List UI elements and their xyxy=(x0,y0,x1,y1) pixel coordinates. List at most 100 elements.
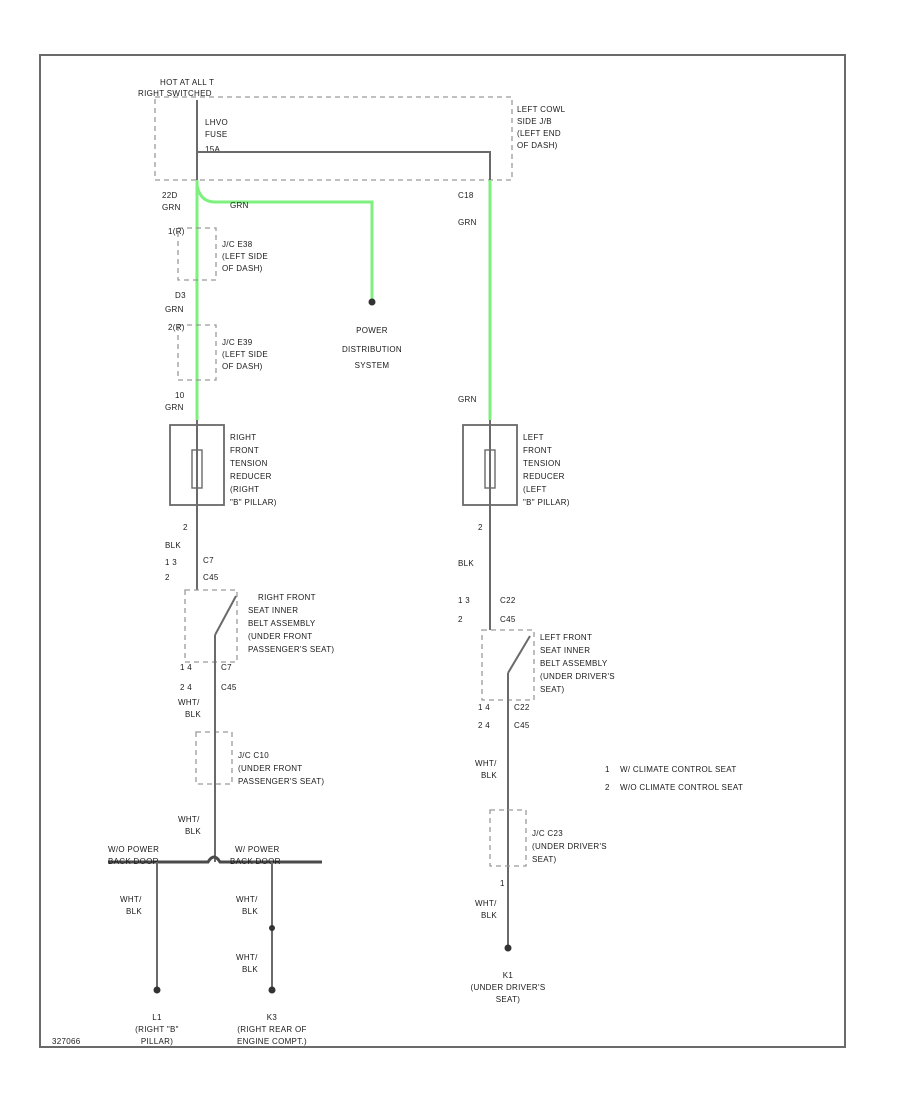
legend-2-num: 2 xyxy=(605,783,610,792)
right-wire2-whtblk-1: WHT/ xyxy=(178,815,200,824)
left-belt-out-row: 1 4 xyxy=(478,703,490,712)
left-reducer-label-5: (LEFT xyxy=(523,485,547,494)
left-reducer-label-3: TENSION xyxy=(523,459,561,468)
diagram-frame xyxy=(39,54,846,1048)
right-belt-outline xyxy=(184,589,238,663)
left-belt-label-4: (UNDER DRIVER'S xyxy=(540,672,615,681)
right-belt-label-3: BELT ASSEMBLY xyxy=(248,619,316,628)
cowl-label-1: LEFT COWL xyxy=(517,105,566,114)
left-belt-switch xyxy=(507,635,531,674)
w-power-label-1: W/ POWER xyxy=(235,845,280,854)
right-reducer-label-4: REDUCER xyxy=(230,472,272,481)
ground-k1-loc: (UNDER DRIVER'S xyxy=(471,983,546,992)
right-reducer-out-wire: BLK xyxy=(165,541,181,550)
left-belt-out-c45: C45 xyxy=(514,721,530,730)
right-belt-label-4: (UNDER FRONT xyxy=(248,632,312,641)
jc-c10-label-1: J/C C10 xyxy=(238,751,269,760)
ground-k3-loc: (RIGHT REAR OF xyxy=(237,1025,306,1034)
jc-c10-label-2: (UNDER FRONT xyxy=(238,764,302,773)
jc-c23-label-3: SEAT) xyxy=(532,855,557,864)
fuse-bus-wire xyxy=(197,151,491,180)
fuse-name: LHVO xyxy=(205,118,228,127)
wo-power-label-2: BACK DOOR xyxy=(108,857,159,866)
back-door-splice xyxy=(108,855,322,864)
jc-e39-label-1: J/C E39 xyxy=(222,338,253,347)
right-reducer-out-pin: 2 xyxy=(183,523,188,532)
cowl-label-2: SIDE J/B xyxy=(517,117,552,126)
k3-wire2-2: BLK xyxy=(242,965,258,974)
right-reducer-label-3: TENSION xyxy=(230,459,268,468)
jc-e39-label-2: (LEFT SIDE xyxy=(222,350,268,359)
right-reducer-label-2: FRONT xyxy=(230,446,259,455)
jc-c10-label-3: PASSENGER'S SEAT) xyxy=(238,777,324,786)
jc-c23-pin: 1 xyxy=(500,879,505,888)
right-pin-top: 22D xyxy=(162,191,178,200)
right-reducer-label-5: (RIGHT xyxy=(230,485,259,494)
left-wire-reducer: GRN xyxy=(458,395,477,404)
jc-e38-label-1: J/C E38 xyxy=(222,240,253,249)
right-belt-out-row2: 2 4 xyxy=(180,683,192,692)
cowl-label-4: OF DASH) xyxy=(517,141,558,150)
left-conn-row2: 2 xyxy=(458,615,463,624)
right-belt-out-c45: C45 xyxy=(221,683,237,692)
left-belt-out-row2: 2 4 xyxy=(478,721,490,730)
right-wire-top: GRN xyxy=(162,203,181,212)
power-dist-label-1: POWER xyxy=(356,326,388,335)
fuse-box-label-1: HOT AT ALL T xyxy=(160,78,214,87)
power-distribution-terminal xyxy=(368,298,376,306)
fuse-word: FUSE xyxy=(205,130,228,139)
right-reducer-label-6: "B" PILLAR) xyxy=(230,498,277,507)
fuse-amp: 15A xyxy=(205,145,220,154)
right-belt-label-2: SEAT INNER xyxy=(248,606,298,615)
legend-2-text: W/O CLIMATE CONTROL SEAT xyxy=(620,783,743,792)
k3-splice-dot xyxy=(269,925,275,931)
ground-k3: K3 xyxy=(267,1013,278,1022)
jc-c23-outline xyxy=(489,809,527,867)
right-conn-row1: 1 3 xyxy=(165,558,177,567)
right-conn-c45: C45 xyxy=(203,573,219,582)
l1-wire-2: BLK xyxy=(126,907,142,916)
left-wire-whtblk-2: BLK xyxy=(481,771,497,780)
right-belt-label-1: RIGHT FRONT xyxy=(258,593,316,602)
legend-1-text: W/ CLIMATE CONTROL SEAT xyxy=(620,765,737,774)
left-reducer-out-wire: BLK xyxy=(458,559,474,568)
jc-e39-outline xyxy=(177,324,217,381)
jc-e39-label-3: OF DASH) xyxy=(222,362,263,371)
k3-wire-1: WHT/ xyxy=(236,895,258,904)
left-wire-top: GRN xyxy=(458,218,477,227)
left-pin-top: C18 xyxy=(458,191,474,200)
right-reducer-element xyxy=(191,449,203,489)
right-reducer-label-1: RIGHT xyxy=(230,433,256,442)
l1-ground-terminal xyxy=(153,986,161,994)
jc-e39-wire-top: GRN xyxy=(165,305,184,314)
right-reducer-wire: GRN xyxy=(165,403,184,412)
left-belt-out-c22: C22 xyxy=(514,703,530,712)
ground-k1: K1 xyxy=(503,971,514,980)
k3-ground-terminal xyxy=(268,986,276,994)
left-wire-whtblk-1: WHT/ xyxy=(475,759,497,768)
jc-e38-label-3: OF DASH) xyxy=(222,264,263,273)
left-wire2-whtblk-2: BLK xyxy=(481,911,497,920)
w-power-label-2: BACK DOOR xyxy=(230,857,281,866)
cowl-label-3: (LEFT END xyxy=(517,129,561,138)
jc-e38-outline xyxy=(177,227,217,281)
k3-wire-2: BLK xyxy=(242,907,258,916)
right-wire-branch: GRN xyxy=(230,201,249,210)
jc-c23-label-2: (UNDER DRIVER'S xyxy=(532,842,607,851)
legend-1-num: 1 xyxy=(605,765,610,774)
k1-ground-terminal xyxy=(504,944,512,952)
right-wire-whtblk-1: WHT/ xyxy=(178,698,200,707)
left-conn-row1: 1 3 xyxy=(458,596,470,605)
left-reducer-label-6: "B" PILLAR) xyxy=(523,498,570,507)
fuse-box-label-2: RIGHT SWITCHED xyxy=(138,89,212,98)
jc-e39-pin-top: D3 xyxy=(175,291,186,300)
power-distribution-green-wire xyxy=(195,184,374,300)
figure-id: 327066 xyxy=(52,1037,81,1046)
right-reducer-pin: 10 xyxy=(175,391,185,400)
left-belt-label-1: LEFT FRONT xyxy=(540,633,592,642)
left-wire2-whtblk-1: WHT/ xyxy=(475,899,497,908)
jc-e38-pin: 1(R) xyxy=(168,227,185,236)
wo-power-label-1: W/O POWER xyxy=(108,845,159,854)
left-reducer-label-2: FRONT xyxy=(523,446,552,455)
